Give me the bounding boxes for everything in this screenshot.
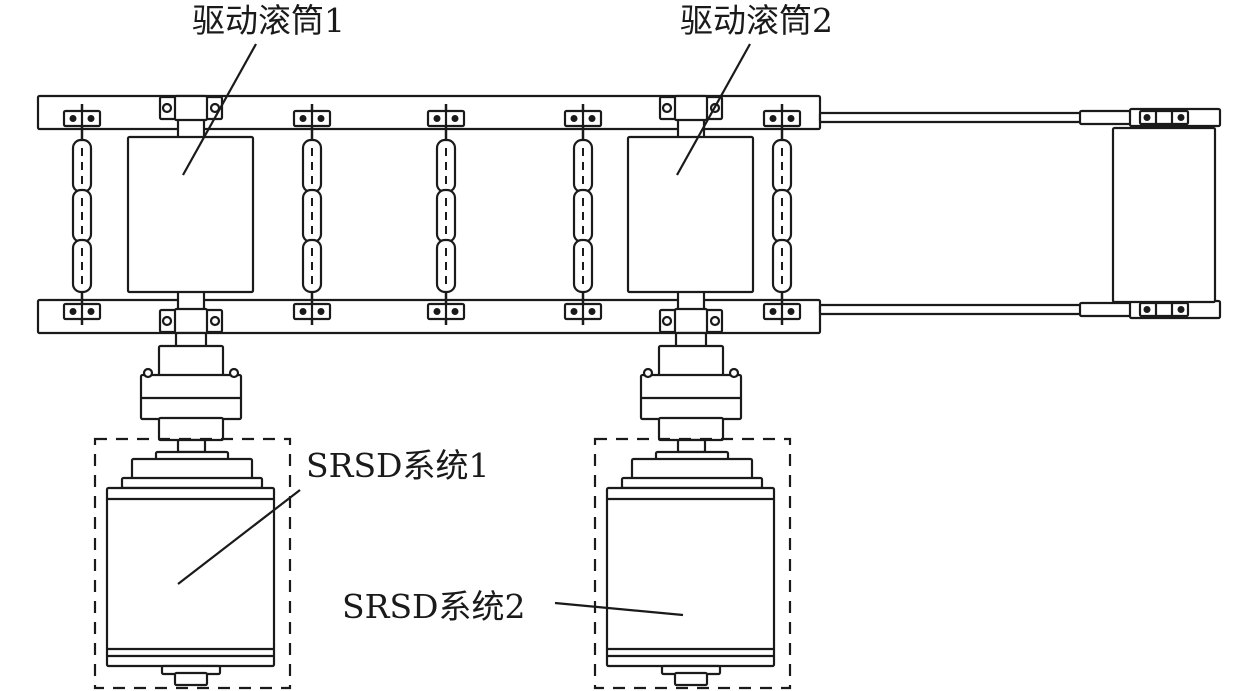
motor-cap (130, 457, 254, 481)
bearing-housing (673, 94, 709, 122)
drive-pulley-2 (626, 135, 755, 294)
drive-unit-1 (93, 94, 292, 690)
motor-shaft (676, 438, 707, 454)
motor-top-ring (620, 476, 764, 490)
leader-line-srsd-1 (177, 489, 301, 585)
extension-rod (818, 111, 1084, 124)
reducer-lower (157, 416, 225, 442)
reducer-upper (657, 344, 725, 378)
bearing-housing (173, 307, 209, 335)
extension-slider (1078, 301, 1134, 318)
srsd-motor-1 (105, 486, 276, 668)
drive-pulley-1 (126, 135, 255, 294)
motor-foot (673, 671, 709, 687)
bearing-housing (173, 94, 209, 122)
idler-roller (563, 104, 603, 325)
label-drive-pulley-1: 驱动滚筒1 (192, 1, 345, 40)
idler-roller (292, 104, 332, 325)
motor-shaft (176, 438, 207, 454)
reducer-lower (657, 416, 725, 442)
idler-roller (762, 104, 802, 325)
bearing-housing (673, 307, 709, 335)
motor-cap (630, 457, 754, 481)
extension-slider (1078, 109, 1134, 126)
labels: 驱动滚筒1 驱动滚筒2 SRSD系统1 SRSD系统2 (177, 1, 833, 626)
extension-rod (818, 303, 1084, 316)
label-drive-pulley-2: 驱动滚筒2 (680, 1, 833, 40)
label-srsd-system-1: SRSD系统1 (306, 446, 490, 485)
tail-pulley (1111, 126, 1217, 304)
idler-roller (62, 104, 102, 325)
reducer-upper (157, 344, 225, 378)
leader-line-drive-pulley-2 (676, 43, 751, 176)
tail-bearing (1138, 109, 1190, 126)
label-srsd-system-2: SRSD系统2 (342, 587, 526, 626)
srsd-system-boundary-2 (593, 437, 792, 690)
leader-line-srsd-2 (554, 601, 684, 617)
idler-roller (426, 104, 466, 325)
motor-top-ring (120, 476, 264, 490)
drive-unit-2 (593, 94, 792, 690)
srsd-system-boundary-1 (93, 437, 292, 690)
mechanical-drawing (36, 94, 1222, 690)
leader-line-drive-pulley-1 (182, 43, 257, 176)
motor-foot (173, 671, 209, 687)
srsd-motor-2 (605, 486, 776, 668)
